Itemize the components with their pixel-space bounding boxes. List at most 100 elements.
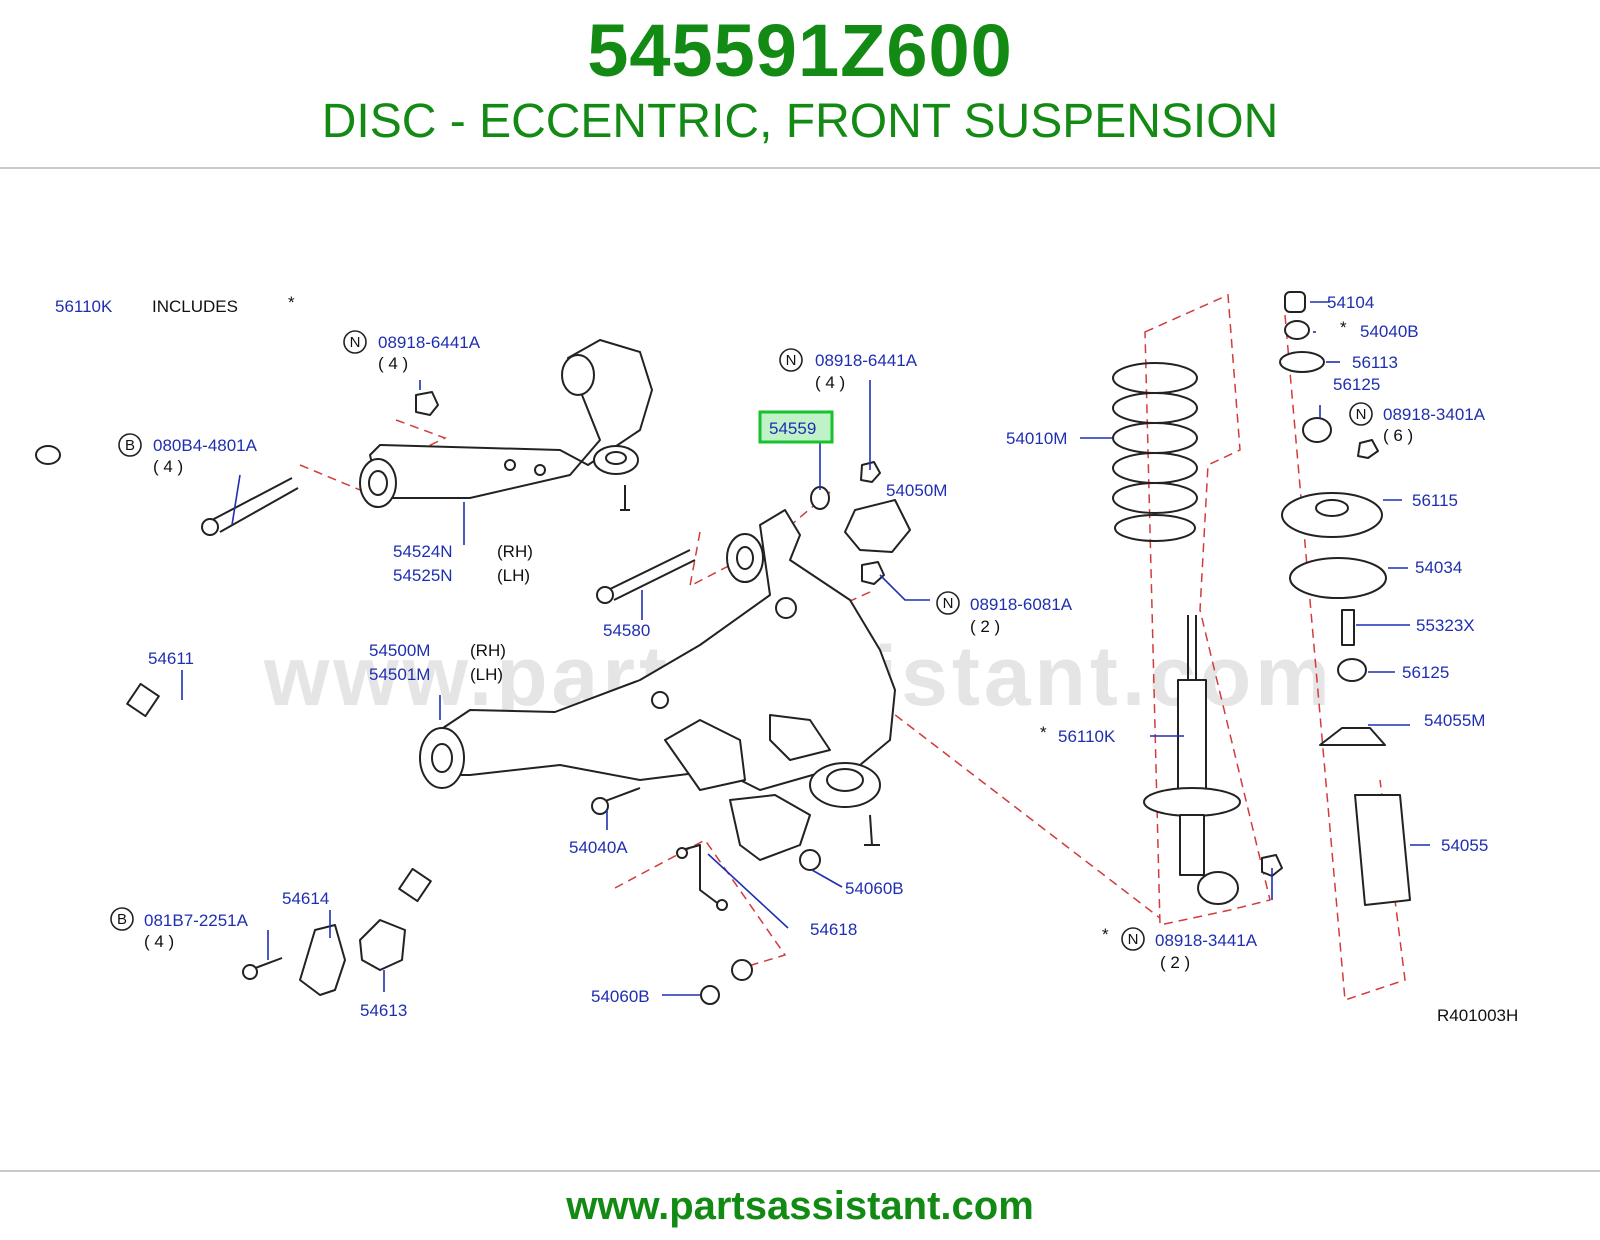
callout-54500M[interactable]: 54500M (RH) <box>369 641 506 660</box>
callout-part-number[interactable]: 56125 <box>1333 375 1380 394</box>
callout-54055M[interactable]: 54055M <box>1424 711 1485 730</box>
callout-side: (RH) <box>470 641 506 660</box>
callout-part-number[interactable]: 54034 <box>1415 558 1462 577</box>
callout-part-number[interactable]: 56110K <box>1058 727 1116 746</box>
callout-56125-upper[interactable]: 56125 <box>1333 375 1380 394</box>
callout-prefix: B <box>125 437 135 454</box>
coil-spring <box>1112 362 1198 542</box>
callout-54501M[interactable]: 54501M (LH) <box>369 665 503 684</box>
highlighted-part-number[interactable]: 54559 <box>769 419 816 438</box>
callout-part-number[interactable]: 54040B <box>1360 322 1419 341</box>
callout-prefix: N <box>943 595 954 612</box>
callout-part-number[interactable]: 54050M <box>886 481 947 500</box>
callout-part-number[interactable]: 081B7-2251A <box>144 911 249 930</box>
callout-54040B[interactable]: * 54040B <box>1340 318 1419 341</box>
includes-note-part[interactable]: 56110K <box>55 297 113 316</box>
callout-54611[interactable]: 54611 <box>148 649 194 668</box>
parts-diagram: www.partsassistant.com <box>0 270 1600 1070</box>
shock-absorber <box>1143 615 1283 905</box>
footer-website-link[interactable]: www.partsassistant.com <box>566 1184 1034 1228</box>
callout-quantity: ( 6 ) <box>1383 426 1413 445</box>
callout-part-number[interactable]: 08918-3401A <box>1383 405 1486 424</box>
callout-54060B-lower[interactable]: 54060B <box>591 987 650 1006</box>
callout-54010M[interactable]: 54010M <box>1006 429 1067 448</box>
includes-note-mark: * <box>288 293 295 312</box>
strut-mount-stack <box>1279 291 1411 906</box>
callout-prefix: N <box>1128 931 1139 948</box>
callout-54050M[interactable]: 54050M <box>886 481 947 500</box>
callout-part-number[interactable]: 08918-3441A <box>1155 931 1258 950</box>
callout-08918-3441A[interactable]: * N 08918-3441A ( 2 ) <box>1102 925 1258 972</box>
callout-part-number[interactable]: 54060B <box>591 987 650 1006</box>
callout-side: (LH) <box>470 665 503 684</box>
callout-08918-3401A[interactable]: N 08918-3401A ( 6 ) <box>1349 402 1486 445</box>
header-divider <box>0 167 1600 169</box>
callout-part-number[interactable]: 54500M <box>369 641 430 660</box>
callout-part-number[interactable]: 56125 <box>1402 663 1449 682</box>
callout-part-number[interactable]: 54611 <box>148 649 194 668</box>
callout-081B7-2251A[interactable]: B 081B7-2251A ( 4 ) <box>110 907 249 951</box>
callout-prefix: B <box>117 911 127 928</box>
callout-08918-6441A-lower[interactable]: N 08918-6441A ( 4 ) <box>779 348 918 392</box>
includes-note-text: INCLUDES <box>152 297 238 316</box>
callout-54055[interactable]: 54055 <box>1441 836 1488 855</box>
callout-part-number[interactable]: 54525N <box>393 566 453 585</box>
callout-54613[interactable]: 54613 <box>360 1001 407 1020</box>
callout-54040A[interactable]: 54040A <box>569 838 628 857</box>
callout-54559-highlighted[interactable]: 54559 <box>758 410 834 444</box>
callout-08918-6081A[interactable]: N 08918-6081A ( 2 ) <box>936 591 1073 636</box>
callout-part-number[interactable]: 54613 <box>360 1001 407 1020</box>
callout-part-number[interactable]: 080B4-4801A <box>153 436 258 455</box>
callout-54618[interactable]: 54618 <box>810 920 857 939</box>
callout-part-number[interactable]: 54060B <box>845 879 904 898</box>
callout-54060B-upper[interactable]: 54060B <box>845 879 904 898</box>
callout-54104[interactable]: 54104 <box>1327 293 1374 312</box>
callout-quantity: ( 4 ) <box>153 457 183 476</box>
callout-quantity: ( 4 ) <box>378 354 408 373</box>
callout-part-number[interactable]: 54524N <box>393 542 453 561</box>
callout-part-number[interactable]: 54618 <box>810 920 857 939</box>
callout-part-number[interactable]: 54104 <box>1327 293 1374 312</box>
callout-part-number[interactable]: 54580 <box>603 621 650 640</box>
includes-note: 56110K INCLUDES * <box>55 293 295 316</box>
eccentric-hardware <box>810 461 911 585</box>
callout-080B4-4801A[interactable]: B 080B4-4801A ( 4 ) <box>118 433 258 476</box>
callout-mark: * <box>1340 318 1347 337</box>
callout-part-number[interactable]: 56115 <box>1412 491 1458 510</box>
stabilizer-bar <box>35 445 753 1005</box>
callout-side: (RH) <box>497 542 533 561</box>
callout-56110K[interactable]: * 56110K <box>1040 723 1116 746</box>
upper-control-arm <box>201 339 653 536</box>
callout-56125-lower[interactable]: 56125 <box>1402 663 1449 682</box>
callout-56115[interactable]: 56115 <box>1412 491 1458 510</box>
callout-part-number[interactable]: 08918-6441A <box>378 333 481 352</box>
callout-54525N[interactable]: 54525N (LH) <box>393 566 530 585</box>
callout-part-number[interactable]: 54501M <box>369 665 430 684</box>
callout-mark: * <box>1040 723 1047 742</box>
callout-part-number[interactable]: 54040A <box>569 838 628 857</box>
callout-56113[interactable]: 56113 <box>1352 353 1398 372</box>
callout-part-number[interactable]: 08918-6081A <box>970 595 1073 614</box>
callout-side: (LH) <box>497 566 530 585</box>
callout-mark: * <box>1102 925 1109 944</box>
part-number-title: 545591Z600 <box>587 9 1013 92</box>
callout-part-number[interactable]: 08918-6441A <box>815 351 918 370</box>
callout-54524N[interactable]: 54524N (RH) <box>393 542 533 561</box>
diagram-canvas: www.partsassistant.com <box>35 291 1518 1025</box>
callout-08918-6441A-upper[interactable]: N 08918-6441A ( 4 ) <box>343 330 481 373</box>
callout-leader-lines <box>181 301 1430 996</box>
callout-quantity: ( 4 ) <box>144 932 174 951</box>
callout-prefix: N <box>786 352 797 369</box>
callout-part-number[interactable]: 54055 <box>1441 836 1488 855</box>
callout-part-number[interactable]: 54614 <box>282 889 329 908</box>
callout-54614[interactable]: 54614 <box>282 889 329 908</box>
callout-55323X[interactable]: 55323X <box>1416 616 1475 635</box>
callout-54580[interactable]: 54580 <box>603 621 650 640</box>
footer-divider <box>0 1170 1600 1172</box>
page-header: 545591Z600 DISC - ECCENTRIC, FRONT SUSPE… <box>0 0 1600 170</box>
callout-part-number[interactable]: 56113 <box>1352 353 1398 372</box>
callout-part-number[interactable]: 55323X <box>1416 616 1475 635</box>
callout-54034[interactable]: 54034 <box>1415 558 1462 577</box>
callout-part-number[interactable]: 54010M <box>1006 429 1067 448</box>
callout-part-number[interactable]: 54055M <box>1424 711 1485 730</box>
